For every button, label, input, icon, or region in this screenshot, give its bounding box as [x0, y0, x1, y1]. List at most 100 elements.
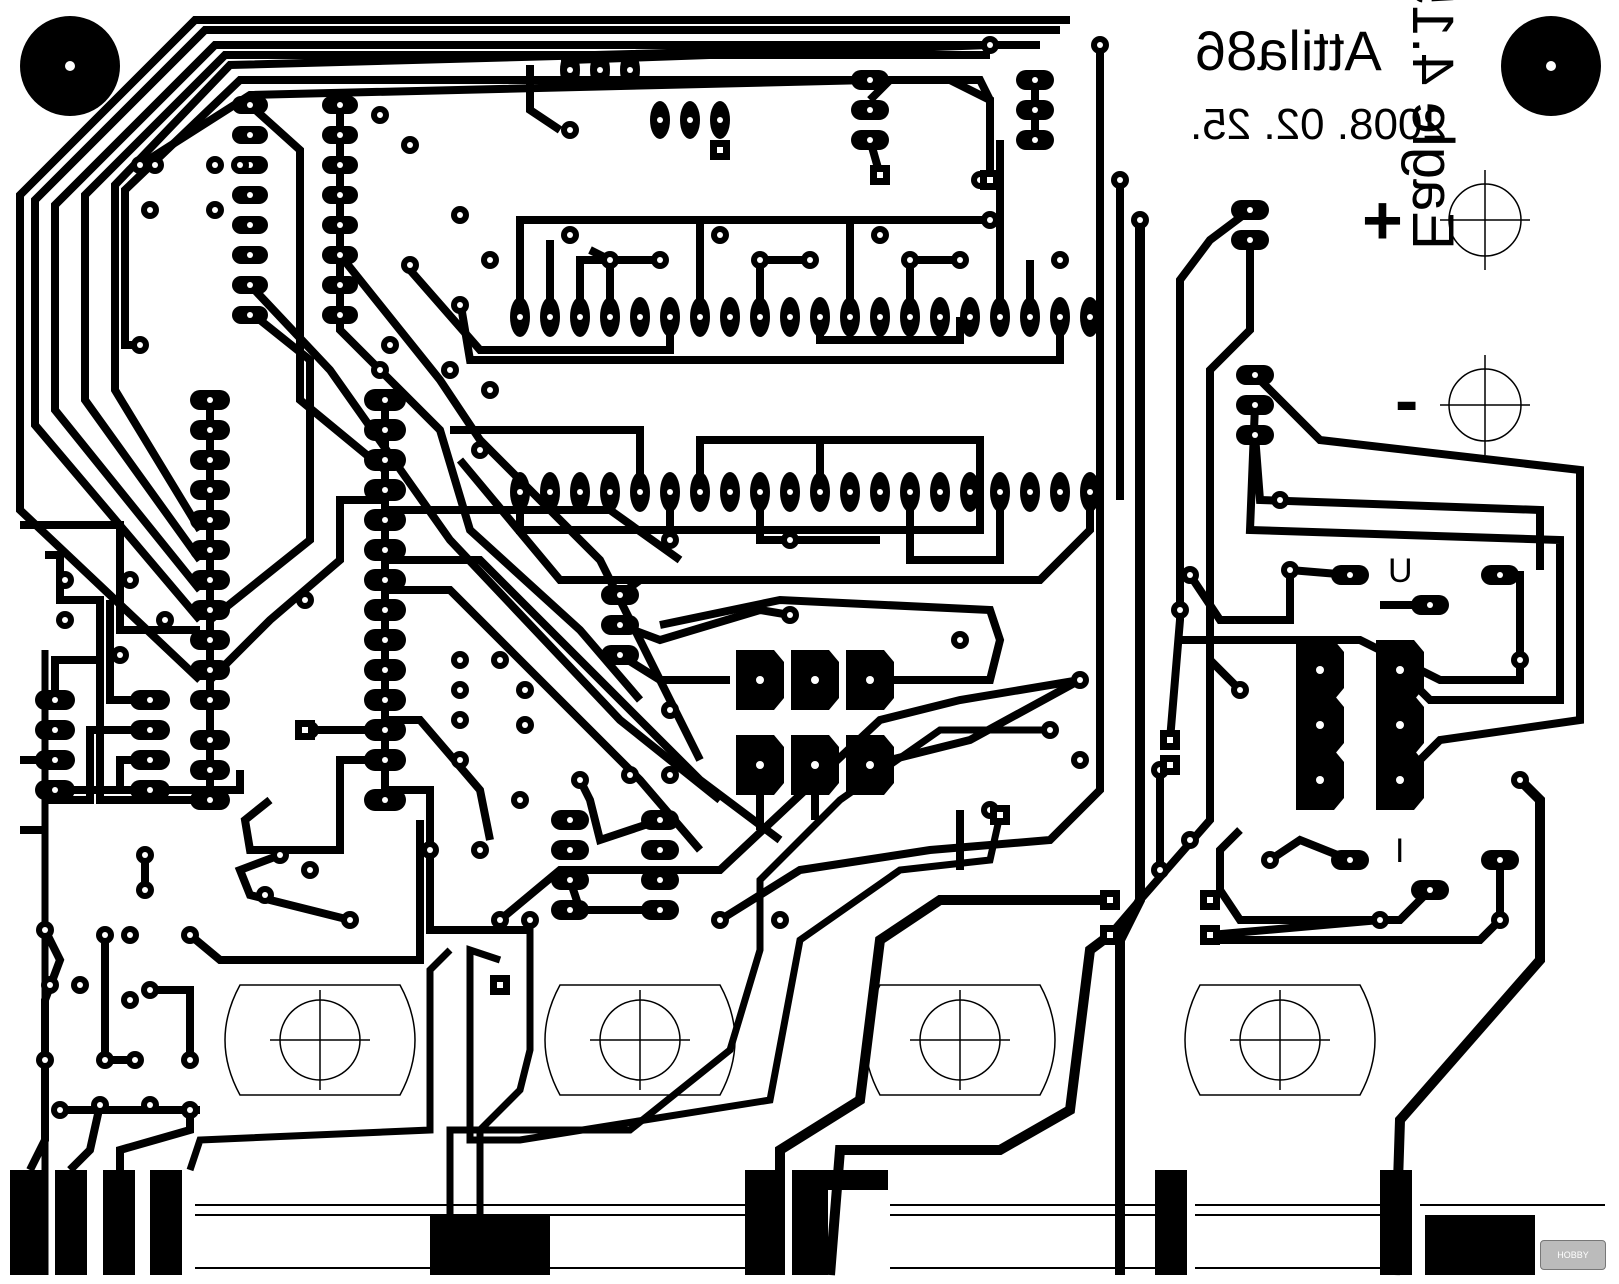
- drill-hole: [1027, 489, 1033, 495]
- drill-hole: [787, 489, 793, 495]
- drill-hole: [147, 697, 153, 703]
- drill-hole: [567, 877, 573, 883]
- drill-hole: [102, 1057, 108, 1063]
- trace: [456, 457, 1094, 584]
- board-title: Attila86: [1195, 19, 1382, 82]
- drill-hole: [102, 932, 108, 938]
- drill-hole: [337, 102, 343, 108]
- drill-hole: [162, 617, 168, 623]
- drill-hole: [987, 177, 993, 183]
- drill-hole: [607, 489, 613, 495]
- trace: [116, 1110, 194, 1170]
- drill-hole: [811, 676, 819, 684]
- drill-hole: [62, 577, 68, 583]
- drill-hole: [52, 787, 58, 793]
- trace: [569, 41, 991, 64]
- drill-hole: [1316, 776, 1324, 784]
- drill-hole: [457, 657, 463, 663]
- drill-hole: [382, 457, 388, 463]
- trace: [456, 299, 1064, 364]
- trace: [45, 770, 244, 794]
- drill-hole: [142, 887, 148, 893]
- trace: [187, 820, 424, 964]
- drill-hole: [997, 489, 1003, 495]
- trace: [247, 282, 723, 804]
- drill-hole: [382, 637, 388, 643]
- drill-hole: [337, 312, 343, 318]
- drill-hole: [577, 314, 583, 320]
- drill-hole: [807, 257, 813, 263]
- drill-hole: [207, 607, 213, 613]
- trace: [51, 41, 1040, 593]
- trace: [1166, 206, 1253, 741]
- drill-hole: [1497, 917, 1503, 923]
- drill-hole: [727, 314, 733, 320]
- drill-hole: [147, 787, 153, 793]
- drill-hole: [62, 617, 68, 623]
- drill-hole: [52, 697, 58, 703]
- drill-hole: [382, 487, 388, 493]
- drill-hole: [757, 489, 763, 495]
- drill-hole: [567, 847, 573, 853]
- drill-hole: [817, 489, 823, 495]
- drill-hole: [1247, 237, 1253, 243]
- drill-hole: [522, 687, 528, 693]
- drill-hole: [497, 657, 503, 663]
- drill-hole: [1237, 687, 1243, 693]
- drill-hole: [657, 907, 663, 913]
- drill-hole: [1396, 666, 1404, 674]
- trace: [1252, 372, 1584, 783]
- drill-hole: [382, 797, 388, 803]
- drill-hole: [567, 127, 573, 133]
- drill-hole: [877, 232, 883, 238]
- drill-hole: [497, 982, 503, 988]
- drill-hole: [756, 676, 764, 684]
- drill-hole: [262, 892, 268, 898]
- drill-hole: [497, 917, 503, 923]
- drill-hole: [137, 162, 143, 168]
- drill-hole: [487, 257, 493, 263]
- drill-hole: [987, 42, 993, 48]
- drill-hole: [597, 67, 603, 73]
- drill-hole: [937, 489, 943, 495]
- drill-hole: [657, 877, 663, 883]
- drill-hole: [212, 207, 218, 213]
- drill-hole: [617, 652, 623, 658]
- drill-hole: [957, 637, 963, 643]
- drill-hole: [617, 592, 623, 598]
- drill-hole: [97, 1102, 103, 1108]
- drill-hole: [637, 489, 643, 495]
- drill-hole: [637, 314, 643, 320]
- watermark-logo-icon: HOBBY: [1540, 1240, 1606, 1270]
- drill-hole: [337, 282, 343, 288]
- drill-hole: [1097, 42, 1103, 48]
- drill-hole: [187, 1107, 193, 1113]
- trace: [618, 605, 791, 645]
- drill-hole: [657, 817, 663, 823]
- drill-hole: [382, 727, 388, 733]
- drill-hole: [866, 676, 874, 684]
- drill-hole: [957, 257, 963, 263]
- drill-hole: [117, 652, 123, 658]
- trace: [20, 521, 200, 634]
- drill-hole: [997, 314, 1003, 320]
- trace: [659, 595, 1005, 684]
- drill-hole: [247, 312, 253, 318]
- drill-hole: [1047, 727, 1053, 733]
- trace: [1267, 835, 1352, 864]
- trace: [526, 65, 563, 134]
- drill-hole: [567, 67, 573, 73]
- drill-hole: [447, 367, 453, 373]
- drill-hole: [142, 852, 148, 858]
- u-label: U: [1388, 552, 1413, 590]
- drill-hole: [42, 927, 48, 933]
- drill-hole: [577, 777, 583, 783]
- drill-hole: [727, 489, 733, 495]
- drill-hole: [847, 489, 853, 495]
- drill-hole: [387, 342, 393, 348]
- drill-hole: [787, 314, 793, 320]
- software-version: Eagle 4.15: [1400, 0, 1465, 250]
- drill-hole: [382, 577, 388, 583]
- drill-hole: [1077, 757, 1083, 763]
- drill-hole: [207, 427, 213, 433]
